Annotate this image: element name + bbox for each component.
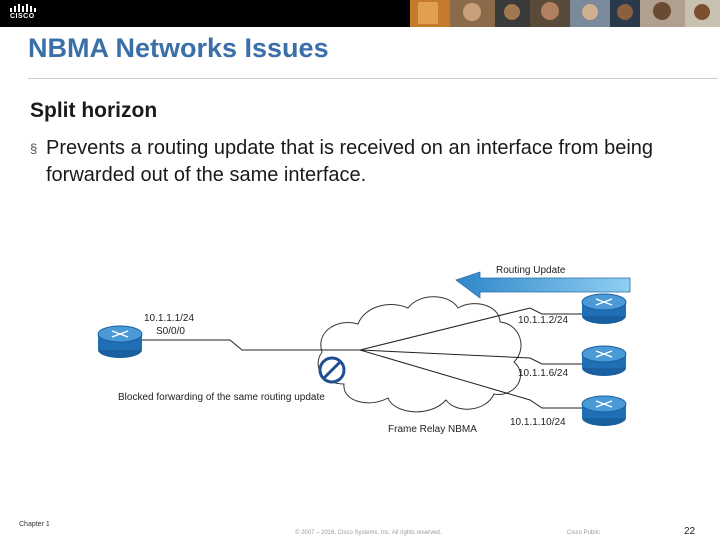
header-photo-strip bbox=[410, 0, 720, 27]
footer-classification: Cisco Public bbox=[567, 530, 601, 536]
router-right-2-icon bbox=[581, 345, 627, 376]
footer-copyright: © 2007 – 2016, Cisco Systems, Inc. All r… bbox=[295, 530, 442, 536]
router-right-3-icon bbox=[581, 395, 627, 426]
bullet-text: Prevents a routing update that is receiv… bbox=[46, 137, 654, 186]
router-2-ip: 10.1.1.6/24 bbox=[518, 368, 568, 379]
left-ip-label: 10.1.1.1/24 bbox=[144, 313, 194, 324]
routing-update-arrow bbox=[455, 271, 631, 299]
blocked-label: Blocked forwarding of the same routing u… bbox=[118, 392, 325, 403]
top-bar: CISCO bbox=[0, 0, 720, 27]
footer-chapter: Chapter 1 bbox=[19, 521, 50, 528]
pvc-links bbox=[140, 307, 588, 409]
routing-update-label: Routing Update bbox=[496, 265, 566, 276]
router-right-1-icon bbox=[581, 293, 627, 324]
section-heading: Split horizon bbox=[30, 99, 158, 122]
cloud-label: Frame Relay NBMA bbox=[388, 424, 477, 435]
blocked-icon bbox=[318, 356, 346, 384]
page-number: 22 bbox=[684, 526, 696, 537]
router-3-ip: 10.1.1.10/24 bbox=[510, 417, 566, 428]
title-divider bbox=[28, 78, 718, 79]
cisco-logo-icon bbox=[10, 4, 36, 12]
logo-text: CISCO bbox=[10, 13, 35, 20]
router-1-ip: 10.1.1.2/24 bbox=[518, 315, 568, 326]
bullet-item: § Prevents a routing update that is rece… bbox=[30, 135, 690, 189]
router-left-icon bbox=[97, 325, 143, 358]
left-interface-label: S0/0/0 bbox=[156, 326, 185, 337]
frame-relay-cloud bbox=[317, 296, 522, 413]
bullet-marker: § bbox=[30, 141, 38, 156]
slide-title: NBMA Networks Issues bbox=[28, 33, 329, 63]
split-horizon-diagram: Routing Update Frame Relay NBMA 10.1.1.1… bbox=[97, 265, 631, 435]
